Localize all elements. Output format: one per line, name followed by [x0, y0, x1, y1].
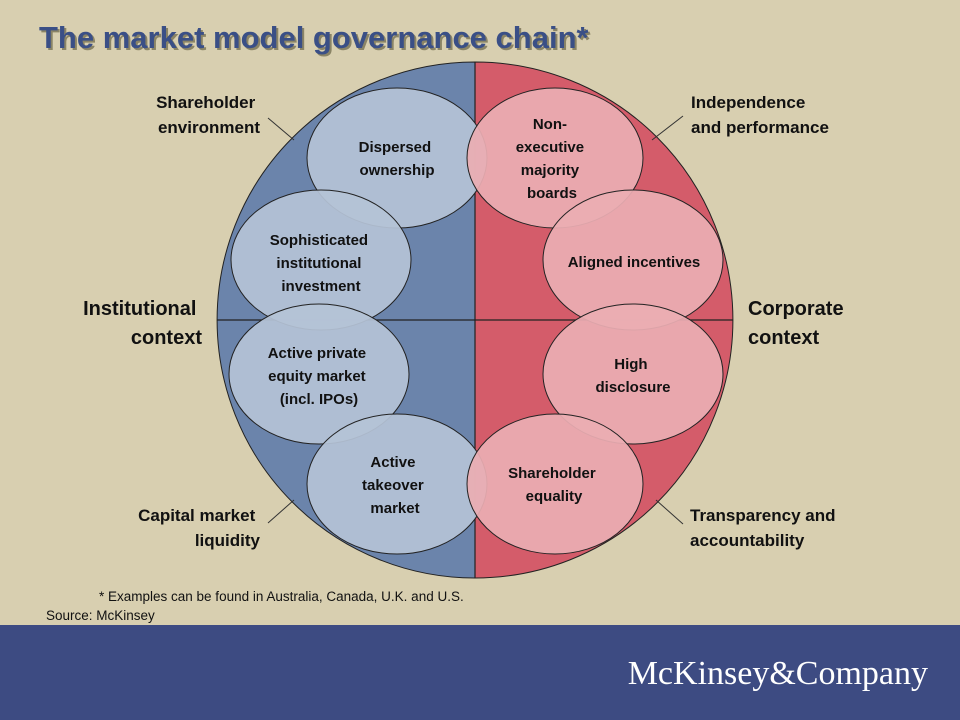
shareholder-environment-label: Shareholder environment [156, 93, 260, 137]
connector-bottom-left [267, 499, 295, 524]
oval-label-equality: Shareholder equality [508, 465, 600, 505]
oval-label-private-equity: Active private equity market (incl. IPOs… [268, 345, 371, 408]
oval-shareholder-equality [466, 413, 644, 555]
capital-market-liquidity-label: Capital market liquidity [138, 506, 260, 550]
oval-private-equity [228, 303, 410, 445]
mckinsey-logo: McKinsey&Company [628, 655, 928, 692]
corporate-context-label: Corporate context [748, 298, 849, 349]
oval-label-sophisticated: Sophisticated institutional investment [270, 232, 373, 295]
independence-performance-label: Independence and performance [691, 93, 829, 137]
connector-top-left [267, 117, 295, 141]
connector-bottom-right [655, 499, 684, 525]
oval-label-dispersed: Dispersed ownership [359, 139, 436, 179]
institutional-context-label: Institutional context [83, 298, 202, 349]
footer-bar [0, 625, 960, 720]
oval-label-disclosure: High disclosure [595, 356, 670, 396]
footnote: * Examples can be found in Australia, Ca… [99, 589, 464, 604]
source-note: Source: McKinsey [46, 608, 155, 623]
oval-label-takeover: Active takeover market [362, 454, 428, 517]
page-title-shadow: The market model governance chain* [41, 22, 592, 57]
connector-top-right [651, 115, 684, 141]
page-title: The market model governance chain* [39, 20, 590, 55]
oval-label-nonexec: Non- executive majority boards [516, 116, 589, 202]
oval-high-disclosure [542, 303, 724, 445]
transparency-accountability-label: Transparency and accountability [690, 506, 840, 550]
oval-label-incentives: Aligned incentives [568, 254, 701, 271]
